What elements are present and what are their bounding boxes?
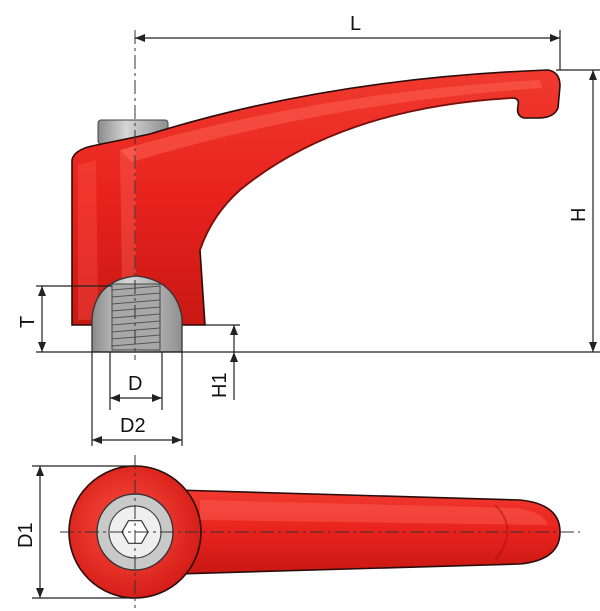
lever-arm-tip-shade <box>494 504 509 561</box>
dim-label-L: L <box>350 13 361 35</box>
hub-highlight-2 <box>120 146 136 284</box>
dim-label-H1: H1 <box>209 372 231 398</box>
dimensions-top: D1 <box>15 465 135 599</box>
dim-label-D2: D2 <box>120 415 146 437</box>
lever-highlight <box>120 80 542 162</box>
dim-label-D1: D1 <box>15 522 37 548</box>
lever-shadow-edge <box>199 97 513 251</box>
hub-highlight <box>78 160 98 320</box>
thread-lines <box>111 283 161 351</box>
top-view <box>60 455 580 608</box>
lever-arm-highlight <box>200 500 548 525</box>
dim-label-D: D <box>128 373 142 395</box>
dimensions-side: L H T D D2 H1 <box>17 13 600 446</box>
dim-label-H: H <box>568 208 590 222</box>
dim-label-T: T <box>17 316 39 328</box>
side-view <box>71 30 561 360</box>
